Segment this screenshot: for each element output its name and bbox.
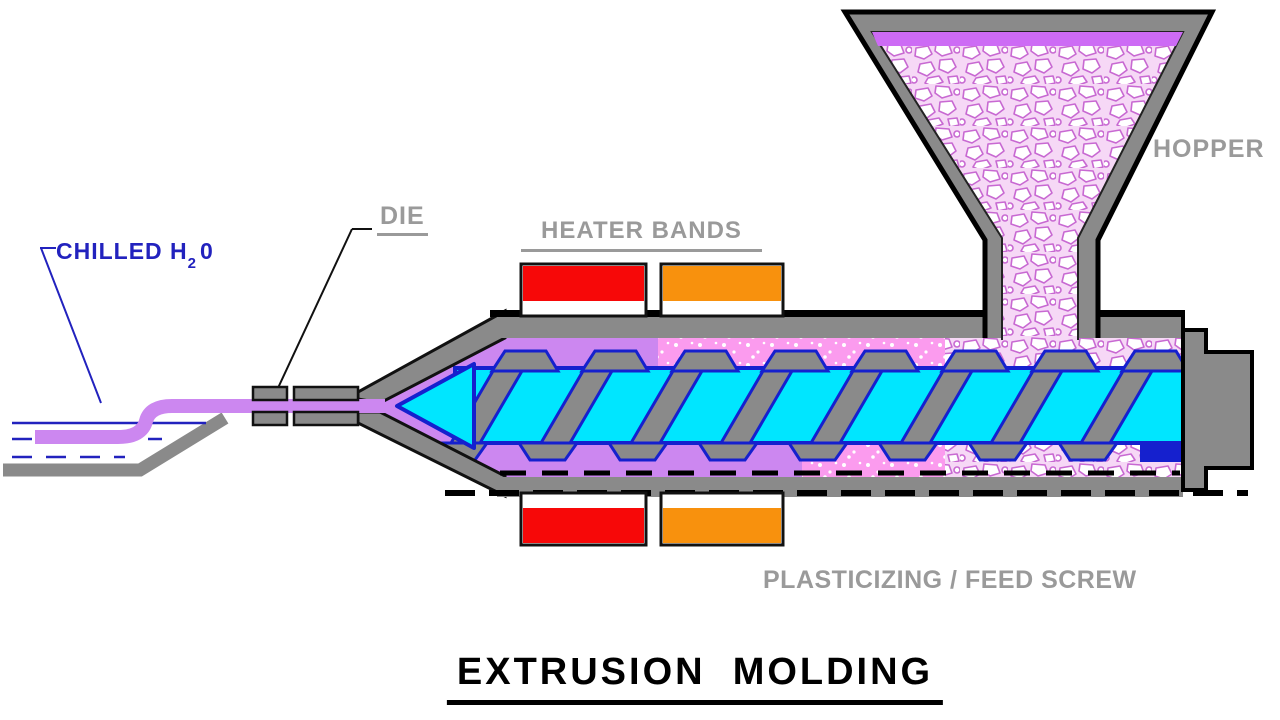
die-leader — [277, 228, 372, 389]
barrel-end-cap — [1181, 310, 1254, 492]
chilled-water-leader — [40, 247, 102, 404]
heater-bands — [519, 262, 785, 547]
hopper-outline — [840, 9, 1217, 338]
die-blocks — [251, 385, 360, 427]
chilled-water-text: CHILLED H — [56, 238, 188, 264]
chilled-water-subscript: 2 — [187, 255, 198, 272]
barrel — [356, 308, 1254, 499]
hopper-fill-level — [872, 32, 1183, 46]
bath-tray — [3, 412, 229, 477]
diagram-title: EXTRUSION MOLDING — [446, 651, 944, 705]
heater-band-top-red — [519, 262, 648, 318]
chilled-water-suffix: 0 — [200, 238, 214, 264]
hopper-pellets — [872, 32, 1183, 340]
screw-and-melt — [380, 336, 1185, 479]
heater-band-bottom-red — [519, 491, 648, 547]
extrudate-strip — [35, 399, 385, 444]
feed-screw-label: PLASTICIZING / FEED SCREW — [763, 566, 1137, 594]
hopper-label: HOPPER — [1153, 135, 1265, 163]
heater-bands-label: HEATER BANDS — [521, 217, 762, 252]
barrel-top-ledge-line — [1098, 310, 1183, 317]
screw-tip — [395, 362, 476, 450]
screw-shaft-end — [1140, 441, 1185, 462]
barrel-top-ledge — [1078, 317, 1183, 338]
heater-band-bottom-orange — [659, 491, 785, 547]
barrel-top-wall — [497, 317, 1002, 338]
heater-band-top-orange — [659, 262, 785, 318]
die-label: DIE — [377, 202, 428, 236]
hopper — [840, 9, 1217, 340]
